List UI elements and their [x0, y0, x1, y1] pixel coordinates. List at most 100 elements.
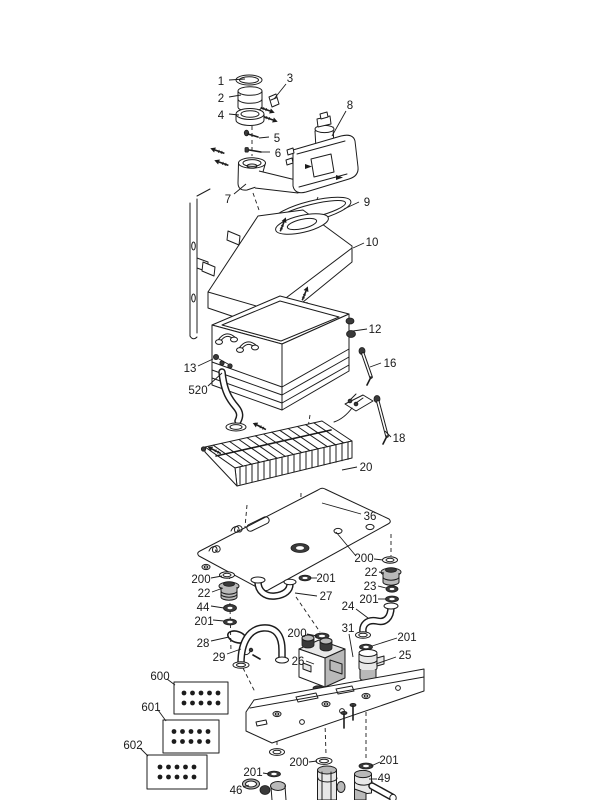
- center-valve-group: [315, 757, 346, 800]
- jet-dot: [207, 700, 212, 706]
- callout-label-36: 36: [364, 511, 377, 523]
- jet-dot: [183, 774, 188, 780]
- pipe-29: [232, 624, 289, 669]
- leader-line-29: [226, 648, 242, 655]
- part-46-cap-group: [242, 748, 287, 800]
- leader-line-201: [212, 619, 225, 622]
- leader-line-31: [348, 633, 354, 658]
- leader-line-12: [352, 328, 368, 332]
- leader-line-600: [166, 678, 176, 686]
- jet-dot: [190, 700, 195, 706]
- leader-line-9: [343, 201, 360, 210]
- leader-line-20: [341, 466, 358, 471]
- jet-kit-box-600: [173, 681, 229, 715]
- jet-dot: [190, 690, 195, 696]
- leader-line-36: [321, 502, 362, 515]
- callout-label-10: 10: [366, 237, 379, 249]
- jet-dot: [198, 690, 204, 696]
- leader-line-22: [211, 587, 224, 593]
- part-16-electrode: [358, 347, 373, 386]
- callout-label-201: 201: [397, 632, 416, 644]
- jet-dot: [183, 764, 188, 770]
- part-8-fan-assembly: [285, 111, 359, 194]
- leader-line-24: [355, 608, 369, 619]
- callout-label-31: 31: [342, 623, 355, 635]
- leader-line-602: [139, 747, 149, 757]
- leader-line-22: [378, 571, 385, 574]
- callouts: 1234567891012135201618203620022442012829…: [123, 73, 416, 797]
- igniter-bracket: [333, 393, 374, 423]
- callout-label-201: 201: [194, 616, 213, 628]
- jet-dot: [205, 729, 211, 734]
- jet-dot: [198, 700, 204, 706]
- part-13-sensor-clip: [212, 353, 233, 369]
- leader-line-201: [370, 761, 381, 767]
- leader-line-7: [233, 183, 247, 195]
- leader-line-5: [258, 136, 270, 139]
- callout-label-49: 49: [378, 773, 391, 785]
- jet-dot: [174, 774, 180, 780]
- bracket-bolt: [340, 703, 357, 729]
- callout-label-22: 22: [365, 567, 378, 579]
- callout-label-200: 200: [287, 628, 306, 640]
- part-2-flue-adapter: [237, 86, 263, 112]
- jet-dot: [215, 700, 221, 706]
- callout-label-22: 22: [198, 588, 211, 600]
- part-12-heat-exchanger: [211, 284, 356, 411]
- callout-label-201: 201: [359, 594, 378, 606]
- callout-label-201: 201: [243, 767, 262, 779]
- part-6-pin: [244, 147, 262, 153]
- leader-line-2: [228, 94, 242, 98]
- left-fitting-stack: [218, 571, 261, 660]
- callout-label-46: 46: [230, 785, 243, 797]
- callout-label-13: 13: [184, 363, 197, 375]
- leader-line-520: [207, 372, 223, 387]
- callout-label-28: 28: [197, 638, 210, 650]
- leader-line-200: [210, 575, 223, 579]
- leader-line-10: [352, 242, 365, 249]
- jet-dot: [197, 739, 202, 744]
- leader-line-16: [369, 362, 382, 368]
- callout-label-200: 200: [191, 574, 210, 586]
- leader-line-44: [210, 605, 225, 609]
- base-plate: [197, 487, 391, 592]
- callout-label-6: 6: [275, 148, 281, 160]
- callout-label-18: 18: [393, 433, 406, 445]
- leader-line-3: [273, 83, 287, 100]
- callout-label-3: 3: [287, 73, 293, 85]
- assembly-axis-line: [242, 667, 256, 693]
- callout-label-1: 1: [218, 76, 224, 88]
- jet-kit-box-601: [162, 719, 220, 754]
- jet-dot: [171, 729, 177, 734]
- callout-label-201: 201: [379, 755, 398, 767]
- leader-line-18: [384, 430, 392, 438]
- pipe-27: [250, 574, 312, 600]
- mounting-bracket: [245, 668, 425, 744]
- jet-dot: [166, 774, 171, 780]
- jet-dot: [207, 690, 212, 696]
- callout-label-520: 520: [188, 385, 207, 397]
- right-fitting-stack: [380, 556, 402, 603]
- leader-line-25: [375, 656, 397, 665]
- part-18-electrode: [373, 395, 389, 445]
- jet-dot: [181, 700, 187, 706]
- callout-label-20: 20: [360, 462, 373, 474]
- callout-label-9: 9: [364, 197, 370, 209]
- part-5-sensor: [243, 129, 259, 138]
- jet-dot: [188, 739, 194, 744]
- leader-line-201: [262, 772, 270, 775]
- callout-label-26: 26: [292, 656, 305, 668]
- callout-label-600: 600: [150, 671, 169, 683]
- callout-label-8: 8: [347, 100, 353, 112]
- jet-dot: [180, 739, 185, 744]
- callout-label-12: 12: [369, 324, 382, 336]
- leader-line-23: [377, 585, 387, 589]
- jet-dot: [197, 729, 202, 734]
- callout-label-200: 200: [289, 757, 308, 769]
- jet-dot: [174, 764, 180, 770]
- leader-line-46: [242, 784, 250, 788]
- part-1-flue-ring: [235, 74, 263, 86]
- callout-label-16: 16: [384, 358, 397, 370]
